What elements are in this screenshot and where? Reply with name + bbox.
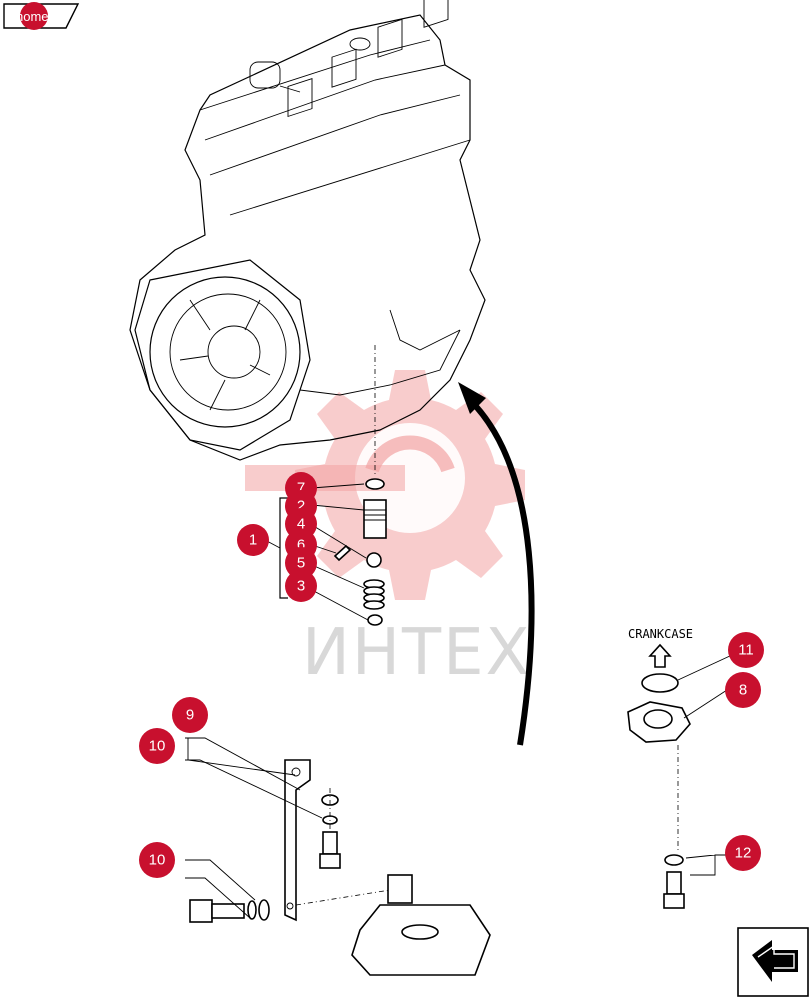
home-label: home xyxy=(16,9,49,24)
leader-3 xyxy=(311,589,369,621)
lock-washer-lower xyxy=(247,900,257,920)
leader-8 xyxy=(683,689,728,719)
valve-spring xyxy=(363,579,385,610)
bolt-horizontal xyxy=(189,899,245,923)
leader-10b xyxy=(185,859,256,919)
o-ring xyxy=(641,673,679,693)
leader-12 xyxy=(685,854,727,876)
callout-1[interactable]: 1 xyxy=(237,524,269,556)
leader-7 xyxy=(311,483,365,489)
svg-text:2: 2 xyxy=(297,498,305,515)
svg-text:10: 10 xyxy=(149,738,166,755)
callout-8[interactable]: 8 xyxy=(725,672,761,708)
assembly-arrow xyxy=(458,382,535,746)
strainer-screen xyxy=(351,904,491,976)
washer xyxy=(367,614,383,626)
svg-text:1: 1 xyxy=(249,532,257,549)
bolt-right xyxy=(663,871,685,909)
svg-text:11: 11 xyxy=(738,642,754,659)
svg-text:9: 9 xyxy=(186,707,194,724)
watermark-gear xyxy=(245,370,525,600)
home-button[interactable]: home xyxy=(3,2,80,30)
washer-right xyxy=(664,854,684,866)
valve-body xyxy=(363,499,387,539)
svg-text:6: 6 xyxy=(297,537,305,554)
assembly-line-bracket xyxy=(295,889,391,906)
svg-text:3: 3 xyxy=(297,578,305,595)
pin xyxy=(333,544,352,562)
gasket xyxy=(365,478,385,490)
leader-2 xyxy=(311,504,365,511)
leader-10a xyxy=(185,737,323,819)
watermark-text: ИНТЕХ xyxy=(302,616,531,690)
svg-text:10: 10 xyxy=(149,852,166,869)
callout-9[interactable]: 9 xyxy=(172,697,208,733)
svg-text:12: 12 xyxy=(735,845,752,862)
back-arrow-icon xyxy=(752,940,798,982)
svg-text:8: 8 xyxy=(739,682,747,699)
callout-3[interactable]: 3 xyxy=(285,570,317,602)
valve-ball xyxy=(366,552,382,568)
svg-text:7: 7 xyxy=(297,480,305,497)
callout-5[interactable]: 5 xyxy=(285,547,317,579)
stay-bracket xyxy=(284,759,311,922)
callout-12[interactable]: 12 xyxy=(725,835,761,871)
callout-10-upper[interactable]: 10 xyxy=(139,728,175,764)
callout-11[interactable]: 11 xyxy=(728,632,764,668)
engine-block xyxy=(129,0,486,461)
svg-text:5: 5 xyxy=(297,555,305,572)
callout-10-lower[interactable]: 10 xyxy=(139,842,175,878)
up-arrow-icon xyxy=(648,643,672,668)
leader-9 xyxy=(187,738,296,776)
oil-strainer-pipe xyxy=(351,701,691,976)
leader-11 xyxy=(677,654,733,681)
leader-5 xyxy=(311,564,365,589)
leader-4 xyxy=(311,524,367,559)
crankcase-label: CRANKCASE xyxy=(628,627,693,641)
bolt-vertical xyxy=(319,831,341,869)
svg-text:4: 4 xyxy=(297,516,305,533)
back-button[interactable] xyxy=(737,927,809,997)
washer-lower xyxy=(258,899,270,921)
